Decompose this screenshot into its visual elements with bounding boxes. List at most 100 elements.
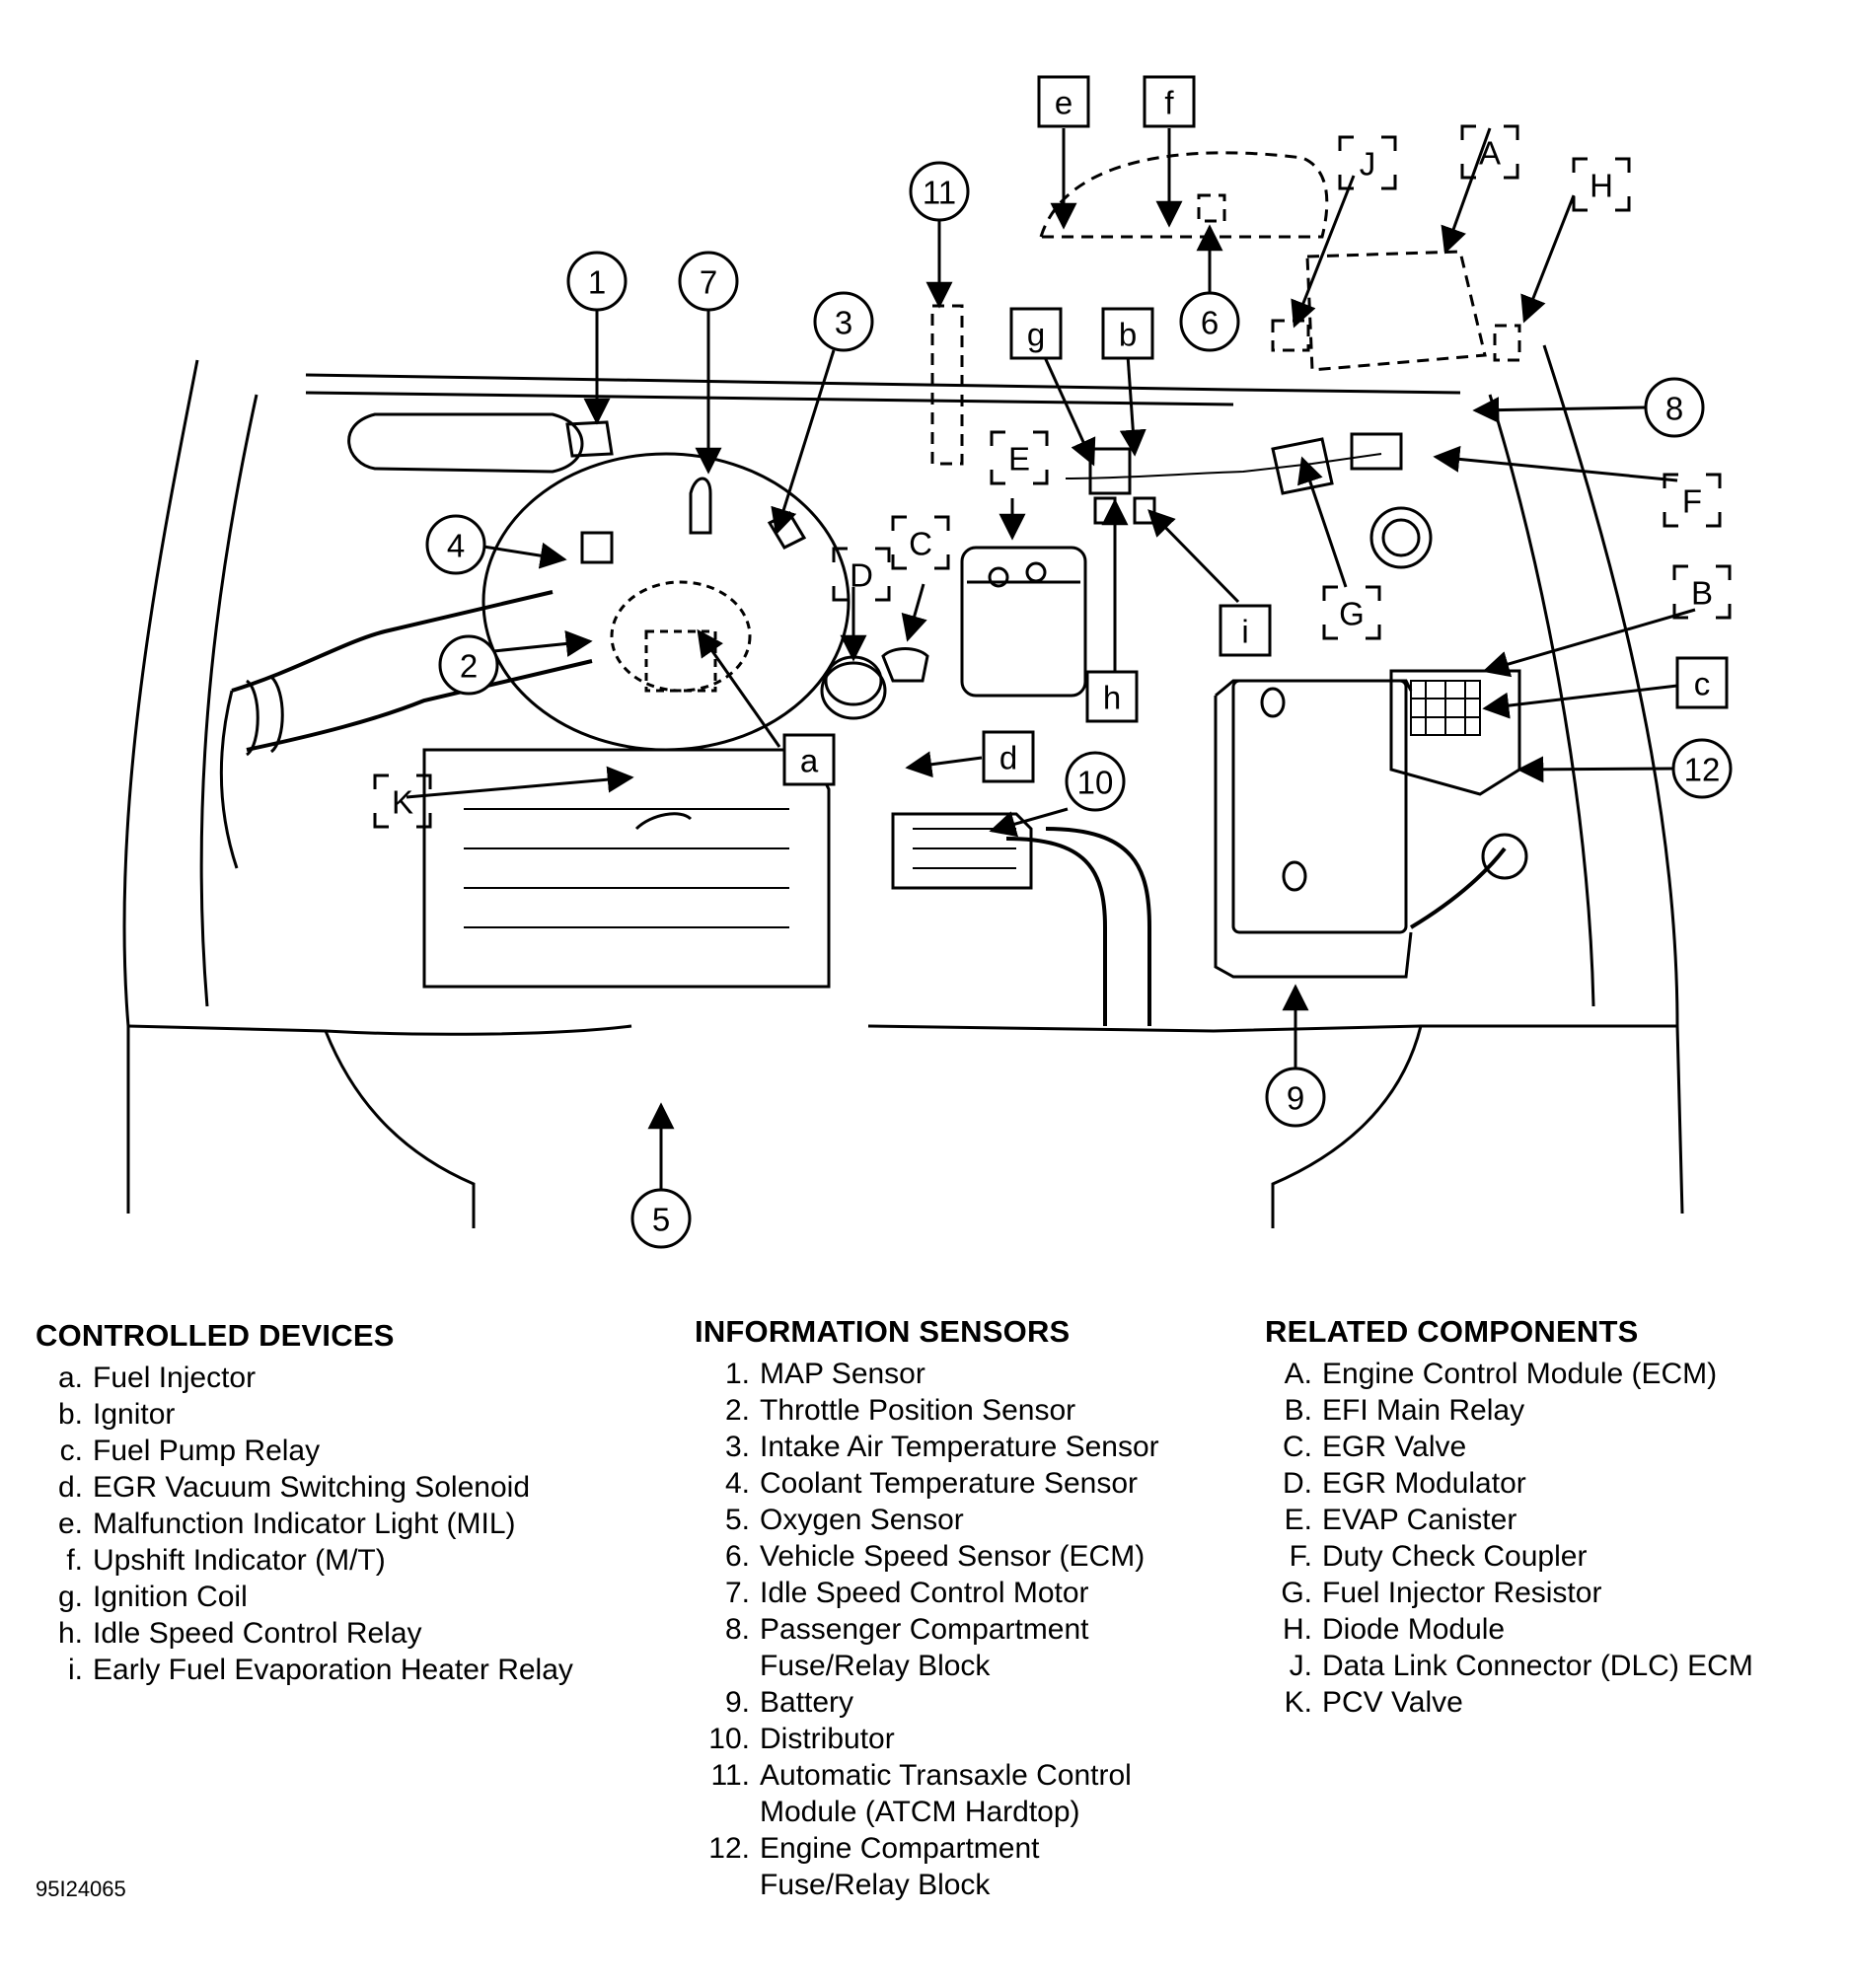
callout-A: A: [1460, 124, 1519, 180]
legend-item-key: d.: [57, 1471, 83, 1504]
svg-text:H: H: [1590, 168, 1613, 204]
legend-item: 8.Passenger Compartment Fuse/Relay Block: [695, 1611, 1159, 1684]
svg-text:8: 8: [1665, 391, 1683, 427]
uppercase-callouts: A B C D E F G H: [373, 124, 1732, 829]
legend-item-key: c.: [59, 1435, 83, 1467]
legend-item-key: 7.: [724, 1577, 750, 1609]
legend-item-label: Ignition Coil: [93, 1581, 248, 1613]
legend-item-label: Fuel Pump Relay: [93, 1435, 321, 1467]
legend-item: 11.Automatic Transaxle Control Module (A…: [695, 1757, 1159, 1830]
dashed-hidden-components: [930, 151, 1521, 466]
svg-text:e: e: [1055, 85, 1072, 121]
legend-item: F.Duty Check Coupler: [1265, 1538, 1753, 1575]
svg-text:d: d: [999, 740, 1017, 776]
legend-item: g.Ignition Coil: [36, 1579, 573, 1615]
legend-item-key: 9.: [724, 1686, 750, 1719]
legend-item: 9. Battery: [695, 1684, 1159, 1721]
legend-item: a. Fuel Injector: [36, 1360, 573, 1396]
legend-item-label: EGR Valve: [1322, 1431, 1467, 1463]
legend-item-label: Automatic Transaxle Control Module (ATCM…: [760, 1759, 1132, 1828]
svg-text:1: 1: [588, 264, 606, 301]
legend-item: 2.Throttle Position Sensor: [695, 1392, 1159, 1429]
legend-item-key: C.: [1283, 1431, 1312, 1463]
legend-related-components: RELATED COMPONENTS A.Engine Control Modu…: [1265, 1314, 1753, 1721]
legend-item-label: Engine Control Module (ECM): [1322, 1358, 1718, 1390]
callout-4: 4: [425, 514, 486, 575]
svg-text:F: F: [1682, 483, 1702, 520]
legend-item-label: Coolant Temperature Sensor: [760, 1467, 1138, 1500]
legend-item-label: Vehicle Speed Sensor (ECM): [760, 1540, 1146, 1573]
svg-text:7: 7: [700, 264, 717, 301]
legend-item: d.EGR Vacuum Switching Solenoid: [36, 1469, 573, 1506]
legend-item-key: a.: [57, 1362, 83, 1394]
legend-item-label: Battery: [760, 1686, 854, 1719]
legend-item: G. Fuel Injector Resistor: [1265, 1575, 1753, 1611]
callout-C: C: [891, 515, 950, 570]
callout-b: b: [1101, 307, 1154, 360]
svg-text:K: K: [392, 784, 413, 821]
legend-item: E.EVAP Canister: [1265, 1502, 1753, 1538]
callout-d: d: [982, 730, 1035, 783]
svg-text:10: 10: [1077, 765, 1114, 801]
svg-text:G: G: [1339, 596, 1365, 632]
legend-controlled-title: CONTROLLED DEVICES: [36, 1318, 395, 1353]
legend-item-key: 12.: [708, 1832, 750, 1865]
legend-item: c. Fuel Pump Relay: [36, 1433, 573, 1469]
legend-item-label: Ignitor: [93, 1398, 176, 1431]
legend-item: e.Malfunction Indicator Light (MIL): [36, 1506, 573, 1542]
callout-7: 7: [678, 251, 739, 312]
legend-item-key: b.: [57, 1398, 83, 1431]
legend-item: 10. Distributor: [695, 1721, 1159, 1757]
svg-text:i: i: [1241, 614, 1248, 650]
callout-1: 1: [566, 251, 628, 312]
legend-item: A.Engine Control Module (ECM): [1265, 1356, 1753, 1392]
callout-h: h: [1085, 670, 1139, 723]
svg-text:3: 3: [835, 305, 852, 341]
legend-item-key: 3.: [724, 1431, 750, 1463]
svg-text:B: B: [1691, 575, 1713, 612]
legend-item-label: PCV Valve: [1322, 1686, 1463, 1719]
svg-text:D: D: [850, 557, 873, 594]
legend-item-key: 1.: [724, 1358, 750, 1390]
svg-text:g: g: [1027, 317, 1045, 353]
figure-id: 95I24065: [36, 1877, 126, 1901]
callout-11: 11: [909, 161, 970, 222]
svg-text:6: 6: [1201, 305, 1219, 341]
legend-related-list: A.Engine Control Module (ECM)B.EFI Main …: [1265, 1356, 1753, 1721]
legend-item: J.Data Link Connector (DLC) ECM: [1265, 1648, 1753, 1684]
legend-item: h.Idle Speed Control Relay: [36, 1615, 573, 1652]
legend-item-key: 10.: [708, 1723, 750, 1755]
callout-F: F: [1663, 473, 1722, 528]
legend-item: b. Ignitor: [36, 1396, 573, 1433]
legend-item-key: h.: [57, 1617, 83, 1650]
legend-item-label: Throttle Position Sensor: [760, 1394, 1076, 1427]
legend-item-key: J.: [1289, 1650, 1312, 1682]
callout-B: B: [1672, 564, 1732, 620]
legend-item-key: B.: [1284, 1394, 1312, 1427]
engine-compartment-diagram: 1 2 3 4 5 6 7 8 9 10 11 12 a b c d e f g…: [122, 75, 1733, 1249]
legend-related-title: RELATED COMPONENTS: [1265, 1314, 1639, 1349]
legend-item: f.Upshift Indicator (M/T): [36, 1542, 573, 1579]
legend-item: B.EFI Main Relay: [1265, 1392, 1753, 1429]
legend-item-label: Intake Air Temperature Sensor: [760, 1431, 1159, 1463]
legend-item-label: Early Fuel Evaporation Heater Relay: [93, 1654, 573, 1686]
svg-text:11: 11: [923, 175, 956, 211]
legend-item: H.Diode Module: [1265, 1611, 1753, 1648]
legend-item-label: Fuel Injector: [93, 1362, 257, 1394]
legend-item: D.EGR Modulator: [1265, 1465, 1753, 1502]
callout-e: e: [1037, 75, 1090, 128]
legend-item-label: Malfunction Indicator Light (MIL): [93, 1508, 516, 1540]
svg-text:9: 9: [1287, 1080, 1304, 1117]
callout-H: H: [1572, 157, 1631, 212]
legend-item-label: Duty Check Coupler: [1322, 1540, 1588, 1573]
svg-text:4: 4: [447, 528, 465, 564]
legend-item-key: G.: [1281, 1577, 1312, 1609]
svg-text:C: C: [909, 526, 932, 562]
svg-text:2: 2: [460, 648, 478, 685]
legend-item-label: MAP Sensor: [760, 1358, 925, 1390]
legend-item: K.PCV Valve: [1265, 1684, 1753, 1721]
legend-item-label: Fuel Injector Resistor: [1322, 1577, 1602, 1609]
svg-text:12: 12: [1684, 752, 1721, 788]
legend-item: 5.Oxygen Sensor: [695, 1502, 1159, 1538]
legend-item-label: Distributor: [760, 1723, 895, 1755]
